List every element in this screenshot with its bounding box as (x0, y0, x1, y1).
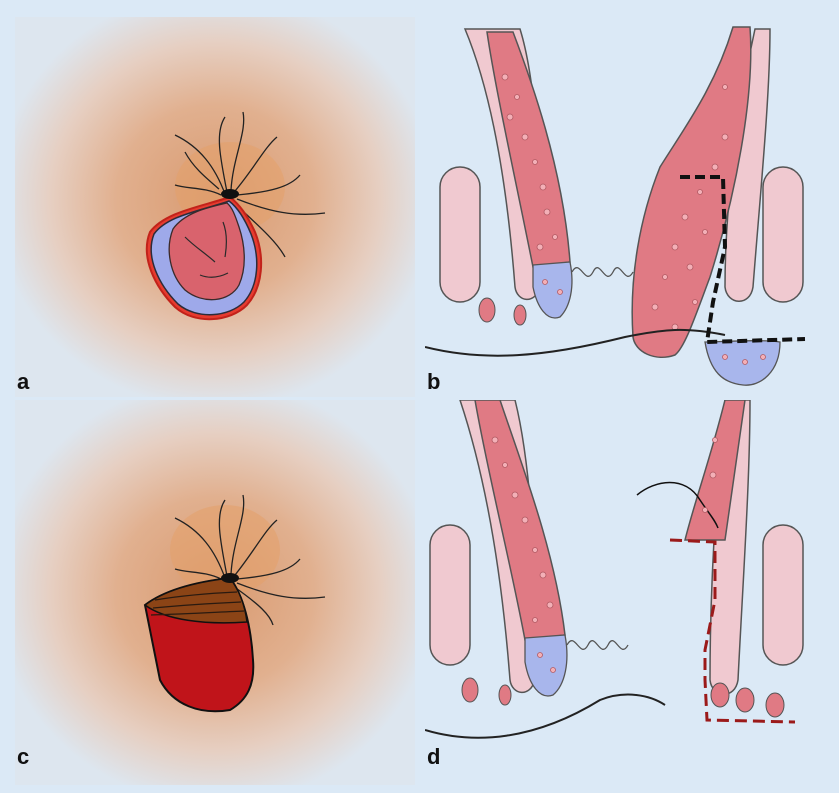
core-creases (184, 221, 229, 278)
panel-label-b: b (427, 369, 441, 394)
left-mucosa (532, 261, 573, 319)
right-hemorrhoid (631, 26, 752, 358)
wound-layers (150, 591, 245, 616)
anal-opening (221, 573, 239, 583)
panel-label-c: c (17, 744, 30, 769)
suture (636, 481, 719, 529)
skin-folds (174, 494, 326, 626)
skin-folds (174, 111, 326, 258)
hemorrhoid-core (168, 202, 245, 301)
excision-line (680, 175, 806, 345)
left-mucosa (524, 634, 568, 697)
panel-c: c (15, 400, 415, 785)
panel-a: a (15, 17, 415, 397)
panel-label-a: a (17, 369, 30, 394)
vessels (478, 297, 527, 326)
panel-label-d: d (427, 744, 441, 769)
wound-margin (669, 538, 796, 724)
panel-d: d (425, 400, 835, 785)
anal-opening (221, 189, 239, 199)
skin-line (425, 328, 726, 357)
hemorrhoid-stump (684, 400, 746, 541)
left-fibres (566, 640, 629, 650)
skin-line (425, 693, 666, 739)
vessels (461, 677, 785, 718)
tissue-bubbles (501, 73, 766, 365)
left-fibres (571, 267, 634, 277)
tissue-bubbles (491, 436, 718, 673)
panel-b: b (425, 17, 835, 397)
